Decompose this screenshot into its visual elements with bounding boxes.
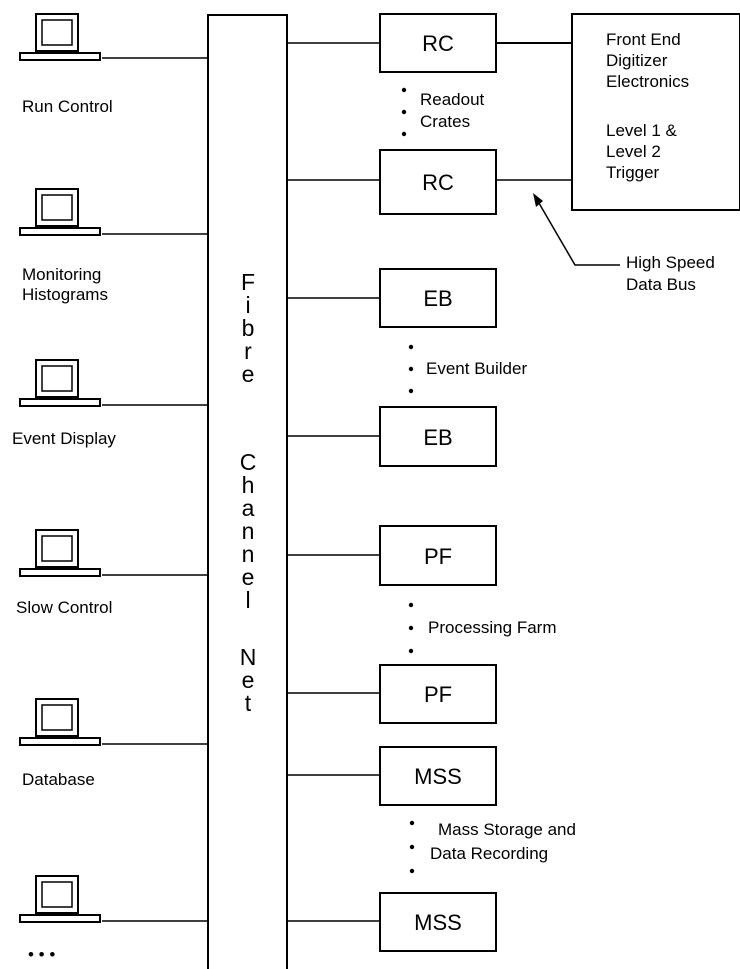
mass-storage-group-label: Mass Storage and Data Recording <box>409 820 576 874</box>
svg-text:Readout: Readout <box>420 90 485 109</box>
readout-group-label: Readout Crates <box>401 87 485 137</box>
front-end-electronics: Front End Digitizer Electronics Level 1 … <box>571 13 740 211</box>
workstation-label: Run Control <box>22 97 113 116</box>
bus-letter: l <box>245 587 250 613</box>
svg-text:Digitizer: Digitizer <box>606 51 668 70</box>
bus-letter: h <box>242 472 255 498</box>
bus-letter: e <box>242 564 255 590</box>
workstation-label: Monitoring <box>22 265 101 284</box>
bus-letter: t <box>245 690 252 716</box>
readout-crate-1: RC <box>287 13 572 73</box>
box-label: MSS <box>414 910 462 935</box>
svg-text:Front End: Front End <box>606 30 681 49</box>
event-builder-1: EB <box>287 268 497 328</box>
bus-letter: N <box>240 644 257 670</box>
svg-text:Data Recording: Data Recording <box>430 844 548 863</box>
fibre-channel-net: F i b r e C h a n n e l N e t <box>207 14 288 969</box>
bus-letter: C <box>240 449 257 475</box>
bus-letter: b <box>242 315 255 341</box>
processing-farm-group-label: Processing Farm <box>408 602 556 654</box>
computer-icon <box>19 875 101 923</box>
bus-letter: a <box>242 495 255 521</box>
bus-letter: F <box>241 269 255 295</box>
box-label: EB <box>423 425 452 450</box>
workstation-label: Slow Control <box>16 598 112 617</box>
svg-text:Processing Farm: Processing Farm <box>428 618 556 637</box>
bus-letter: i <box>245 292 250 318</box>
bus-letter: r <box>244 338 252 364</box>
box-label: EB <box>423 286 452 311</box>
svg-text:Level 1 &: Level 1 & <box>606 121 678 140</box>
svg-text:Level 2: Level 2 <box>606 142 661 161</box>
workstation-label: Histograms <box>22 285 108 304</box>
workstation-label: • • • <box>28 945 55 964</box>
workstation-monitoring: Monitoring Histograms <box>19 188 208 304</box>
event-builder-2: EB <box>287 406 497 467</box>
workstation-database: Database <box>19 698 208 789</box>
svg-text:Mass Storage and: Mass Storage and <box>438 820 576 839</box>
workstation-run-control: Run Control <box>19 13 208 116</box>
workstation-label: Database <box>22 770 95 789</box>
box-label: PF <box>424 682 452 707</box>
svg-text:High Speed: High Speed <box>626 253 715 272</box>
processing-farm-1: PF <box>287 525 497 586</box>
workstation-more: • • • <box>19 875 208 964</box>
mass-storage-2: MSS <box>287 892 497 952</box>
computer-icon <box>19 698 101 746</box>
bus-letter: e <box>242 361 255 387</box>
mass-storage-1: MSS <box>287 746 497 806</box>
bus-letter: n <box>242 541 255 567</box>
computer-icon <box>19 13 101 61</box>
box-label: RC <box>422 170 454 195</box>
computer-icon <box>19 359 101 407</box>
svg-text:Data Bus: Data Bus <box>626 275 696 294</box>
data-bus-annotation: High Speed Data Bus <box>533 193 715 294</box>
box-label: PF <box>424 544 452 569</box>
svg-text:Trigger: Trigger <box>606 163 660 182</box>
workstation-label: Event Display <box>12 429 116 448</box>
bus-letter: n <box>242 518 255 544</box>
processing-farm-2: PF <box>287 664 497 724</box>
svg-text:Crates: Crates <box>420 112 470 131</box>
workstation-slow-control: Slow Control <box>16 529 208 617</box>
readout-crate-2: RC <box>287 149 572 215</box>
computer-icon <box>19 529 101 577</box>
svg-text:Event Builder: Event Builder <box>426 359 527 378</box>
bus-letter: e <box>242 667 255 693</box>
computer-icon <box>19 188 101 236</box>
workstation-event-display: Event Display <box>12 359 208 448</box>
box-label: RC <box>422 31 454 56</box>
event-builder-group-label: Event Builder <box>408 344 527 394</box>
svg-text:Electronics: Electronics <box>606 72 689 91</box>
box-label: MSS <box>414 764 462 789</box>
